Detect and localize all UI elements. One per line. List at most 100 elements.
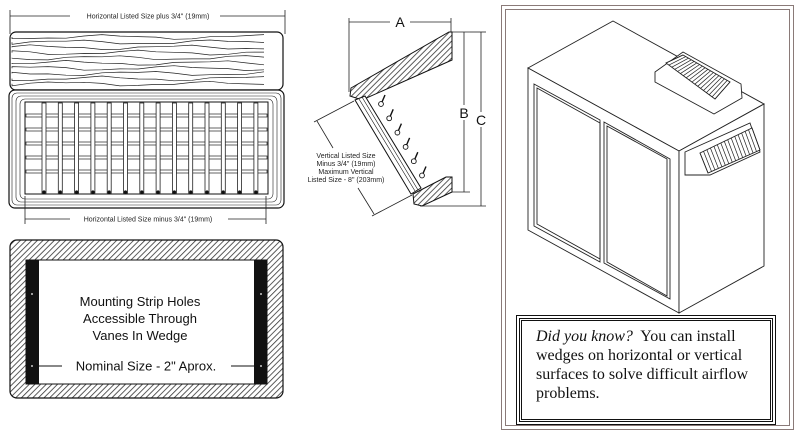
vane-tip <box>107 190 111 194</box>
screw-shaft <box>389 109 394 117</box>
dimension-c-label: C <box>476 112 486 128</box>
grain-line <box>11 44 265 50</box>
vertical-size-dimension-line <box>313 100 413 217</box>
mounting-label-line-2: Accessible Through <box>83 311 197 326</box>
side-wedge-vane <box>751 127 761 151</box>
horizontal-bar <box>25 113 268 118</box>
side-profile-view: A B C Vertical Listed Size Minus 3/4 <box>308 14 486 217</box>
mounting-hole <box>260 293 262 295</box>
vane-tip <box>58 190 62 194</box>
vane <box>106 102 112 194</box>
vertical-label-line-3: Maximum Vertical <box>318 169 374 176</box>
vertical-label-line-4: Listed Size - 8" (203mm) <box>308 177 385 184</box>
frame-contour <box>19 98 274 200</box>
vane-tip <box>123 190 128 194</box>
bottom-dimension-line <box>24 196 267 224</box>
side-wedge-vane <box>699 152 709 174</box>
side-wedge-vane <box>741 132 750 155</box>
top-wedge-vane <box>706 76 722 93</box>
grain-line <box>11 65 265 71</box>
vane <box>171 102 177 194</box>
vane <box>253 102 259 194</box>
vane <box>57 102 63 194</box>
top-wedge-vane <box>697 72 714 87</box>
side-wedge-vane <box>703 151 712 172</box>
side-wedge-vane <box>710 147 719 169</box>
grain-line <box>11 39 265 45</box>
wedge-grille-vanes <box>665 54 761 174</box>
mounting-frame-view: Mounting Strip Holes Accessible Through … <box>9 239 284 399</box>
did-you-know-callout: Did you know? You can install wedges on … <box>516 315 776 425</box>
mounting-strip-right <box>254 260 267 384</box>
grain-line <box>11 71 265 76</box>
vane <box>188 102 194 194</box>
vane-tip <box>91 190 95 194</box>
callout-text: You can install wedges on horizontal or … <box>536 328 749 402</box>
screw-head <box>394 129 401 136</box>
vane <box>74 102 79 194</box>
top-wedge-vane <box>683 64 700 76</box>
dimension-a-label: A <box>395 14 405 30</box>
wood-grain-texture <box>11 34 265 87</box>
screw-shaft <box>422 166 427 174</box>
side-wedge-vane <box>713 146 723 168</box>
vane <box>155 102 161 194</box>
screw-head <box>378 101 384 107</box>
mounting-hole <box>31 293 33 295</box>
vane <box>90 102 96 194</box>
cabinet-illustration <box>527 20 765 314</box>
cabinet-door-right <box>603 121 671 300</box>
grille-top-panel <box>9 31 284 91</box>
vane-tip <box>205 190 209 194</box>
grain-line <box>11 60 265 66</box>
mounting-strip-left <box>26 260 39 384</box>
grain-line <box>11 55 265 61</box>
vane-tip <box>254 190 258 194</box>
mounting-label-line-3: Vanes In Wedge <box>93 328 188 343</box>
mounting-screws <box>378 94 427 179</box>
top-wedge-vane <box>674 59 692 70</box>
side-wedge-vane <box>706 149 716 171</box>
top-dimension-line <box>9 10 286 34</box>
vane-tip <box>75 190 79 194</box>
screw-shaft <box>397 123 403 131</box>
top-wedge-vane <box>680 62 697 74</box>
top-wedge-vane <box>703 75 720 91</box>
dimension-a-line <box>348 18 452 92</box>
grille-bars <box>25 113 268 174</box>
vane-tip <box>42 190 46 194</box>
screw-head <box>402 144 409 150</box>
top-wedge-vane <box>700 73 717 89</box>
screw-shaft <box>381 94 386 103</box>
grain-line <box>11 34 265 40</box>
vane <box>220 102 226 194</box>
vane-tip <box>238 190 242 194</box>
vane-tip <box>156 190 160 194</box>
screw-shaft <box>414 151 419 160</box>
grain-line <box>11 80 265 87</box>
nominal-size-label: Nominal Size - 2" Aprox. <box>76 359 216 374</box>
horizontal-bar <box>25 169 268 174</box>
side-wedge-vane <box>723 141 733 163</box>
screw-head <box>410 158 417 165</box>
side-wedge-vane <box>748 129 757 152</box>
top-wedge-vane <box>685 65 703 79</box>
info-panel-inner-border <box>505 9 790 426</box>
top-wedge-vane <box>708 78 725 96</box>
vane-tip <box>172 190 176 194</box>
side-wedge-vane <box>727 139 737 161</box>
horizontal-bar <box>25 141 268 146</box>
wedge-top-arm <box>349 31 453 101</box>
dimension-c-line <box>420 31 486 207</box>
wedge-bottom-arm <box>412 176 453 207</box>
horizontal-bar <box>25 155 268 160</box>
top-wedge-vane <box>694 70 711 85</box>
top-wedge-vane <box>665 54 684 64</box>
top-dimension-label: Horizontal Listed Size plus 3/4" (19mm) <box>87 14 210 21</box>
side-wedge-vane <box>734 136 744 158</box>
top-wedge-vane <box>711 80 728 98</box>
side-wedge-vane <box>744 131 754 154</box>
dimension-b-line <box>452 31 470 193</box>
vane <box>41 102 47 194</box>
callout-question: Did you know? <box>536 328 633 345</box>
